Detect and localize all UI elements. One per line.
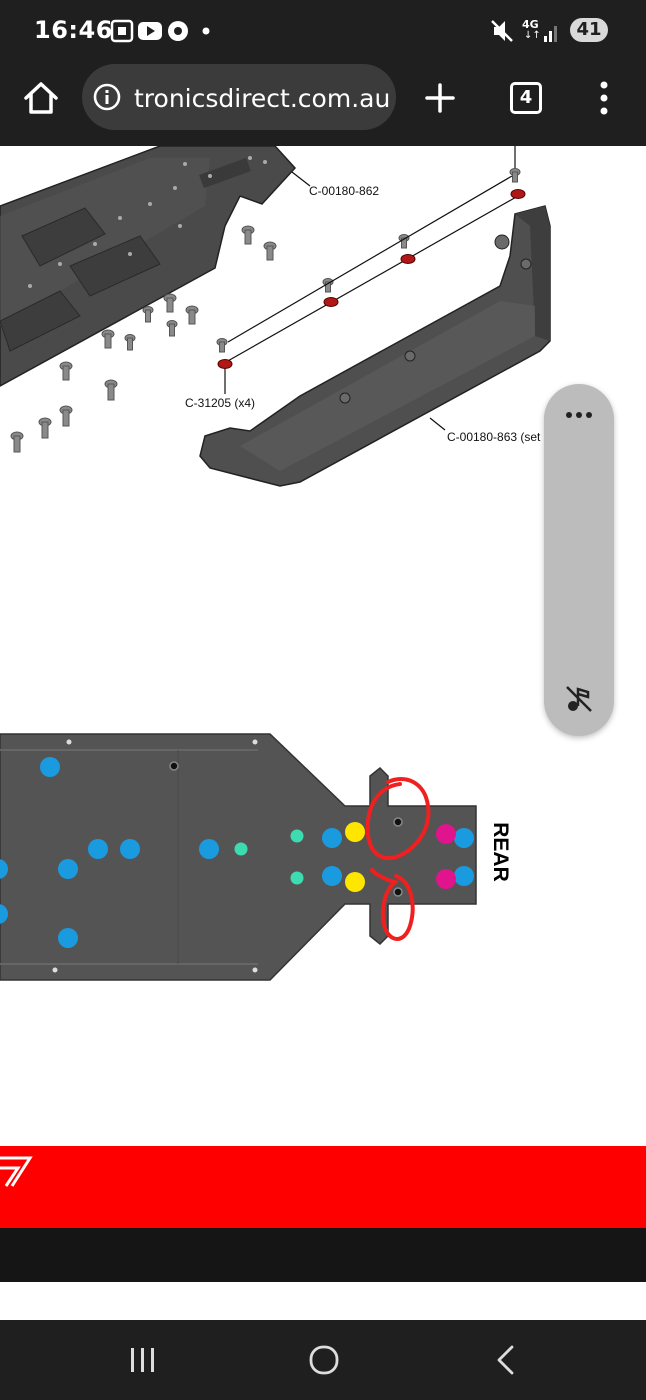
footer-band <box>0 1228 646 1282</box>
status-notification-icons <box>110 19 210 43</box>
side-guard-drawing <box>199 205 551 487</box>
part-label-screws: C-31205 (x4) <box>185 396 256 410</box>
site-info-icon[interactable] <box>92 82 122 112</box>
chassis-diagram <box>0 146 551 981</box>
screws-drawing <box>10 168 521 453</box>
assembly-lines <box>224 146 519 431</box>
home-circle-icon[interactable] <box>308 1344 340 1376</box>
dot-icon <box>202 27 210 35</box>
music-off-icon[interactable] <box>564 684 594 714</box>
screenshot-icon <box>110 19 134 43</box>
brand-banner <box>0 1146 646 1228</box>
chrome-icon <box>168 21 188 41</box>
signal-icon <box>544 26 557 42</box>
home-icon[interactable] <box>22 80 60 116</box>
network-type: 4G <box>522 18 539 31</box>
status-time: 16:46 <box>34 16 113 44</box>
web-page-content: C-00180-862 C-31205 (x4) C-00180-863 (se… <box>0 146 646 1320</box>
part-label-side-guard: C-00180-863 (set <box>447 430 541 444</box>
system-nav-bar <box>0 1320 646 1400</box>
status-system-icons <box>491 20 557 42</box>
url-text: tronicsdirect.com.au <box>134 84 391 113</box>
youtube-icon <box>138 22 162 40</box>
part-label-chassis: C-00180-862 <box>309 184 380 198</box>
new-tab-icon[interactable] <box>424 82 456 114</box>
address-bar[interactable]: tronicsdirect.com.au <box>82 64 396 130</box>
status-bar: 16:46 4G ↓↑ 41 <box>0 0 646 62</box>
red-washers-drawing <box>217 189 526 369</box>
battery-indicator: 41 <box>570 18 608 42</box>
recents-icon[interactable] <box>128 1346 158 1374</box>
mute-icon <box>491 20 513 42</box>
chassis-plate-drawing <box>0 146 297 387</box>
menu-icon[interactable] <box>594 80 614 116</box>
tab-switcher-button[interactable]: 4 <box>510 82 542 114</box>
back-icon[interactable] <box>494 1344 518 1376</box>
brand-logo-icon <box>0 1156 33 1187</box>
media-control-pill[interactable] <box>544 384 614 736</box>
blue-markers <box>0 757 474 948</box>
data-arrows-icon: ↓↑ <box>524 30 541 41</box>
yellow-markers <box>345 822 365 892</box>
rear-label: REAR <box>488 822 512 882</box>
red-annotation-circles <box>365 777 431 941</box>
teal-markers <box>234 829 304 885</box>
browser-toolbar: tronicsdirect.com.au 4 <box>0 62 646 146</box>
more-dots-icon[interactable] <box>564 410 594 420</box>
magenta-markers <box>436 824 456 889</box>
chassis-layout-drawing <box>0 733 477 981</box>
